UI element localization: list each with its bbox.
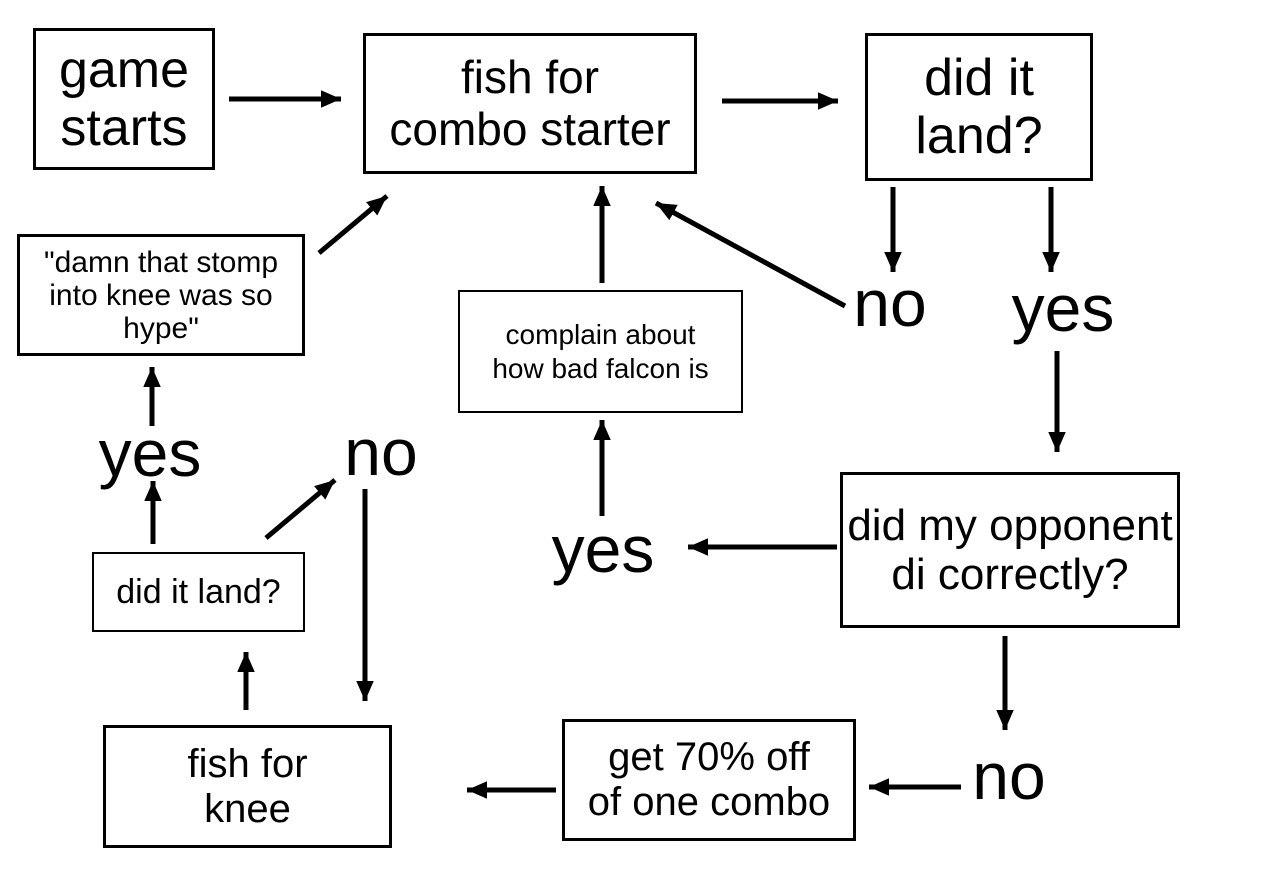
node-get70-line2: of one combo [587,780,831,824]
node-damn-quote-line3: hype" [123,311,199,345]
arrow-did-it-land-left-to-no [264,478,337,540]
node-game-starts-line2: starts [60,99,188,157]
node-get-70-percent-off: get 70% off of one combo [562,719,856,841]
node-damn-quote-line2: into knee was so [49,278,273,312]
node-fish-knee-line1: fish for [187,741,308,786]
label-yes-mid: yes [551,512,655,586]
node-did-it-land-top: did it land? [865,33,1093,181]
node-game-starts: game starts [33,28,215,170]
arrow-damn-quote-to-fish-combo [317,194,389,255]
node-complain-line2: how bad falcon is [492,352,709,384]
node-did-it-land-left-line1: did it land? [116,572,281,611]
label-yes-top: yes [1011,271,1115,345]
label-no-left: no [344,415,418,489]
node-did-it-land-left: did it land? [92,552,305,632]
node-did-it-land-top-line1: did it [924,48,1034,107]
node-did-opponent-di-correctly: did my opponent di correctly? [840,472,1180,628]
node-complain-about-falcon: complain about how bad falcon is [458,290,743,413]
node-get70-line1: get 70% off [608,735,810,780]
node-fish-for-knee: fish for knee [103,725,392,848]
node-damn-quote-line1: "damn that stomp [43,245,279,279]
node-fish-knee-line2: knee [204,786,291,831]
node-damn-stomp-quote: "damn that stomp into knee was so hype" [17,234,305,356]
label-no-bottom-right: no [972,739,1046,813]
node-opponent-line2: di correctly? [891,550,1129,599]
node-complain-line1: complain about [505,318,696,350]
node-game-starts-line1: game [58,40,190,99]
node-fish-for-combo-starter: fish for combo starter [363,33,697,174]
node-fish-combo-line2: combo starter [389,102,671,155]
label-yes-left: yes [98,416,202,490]
node-opponent-line1: did my opponent [847,500,1173,550]
node-did-it-land-top-line2: land? [915,107,1043,165]
node-fish-combo-line1: fish for [460,50,600,103]
label-no-top: no [853,266,927,340]
